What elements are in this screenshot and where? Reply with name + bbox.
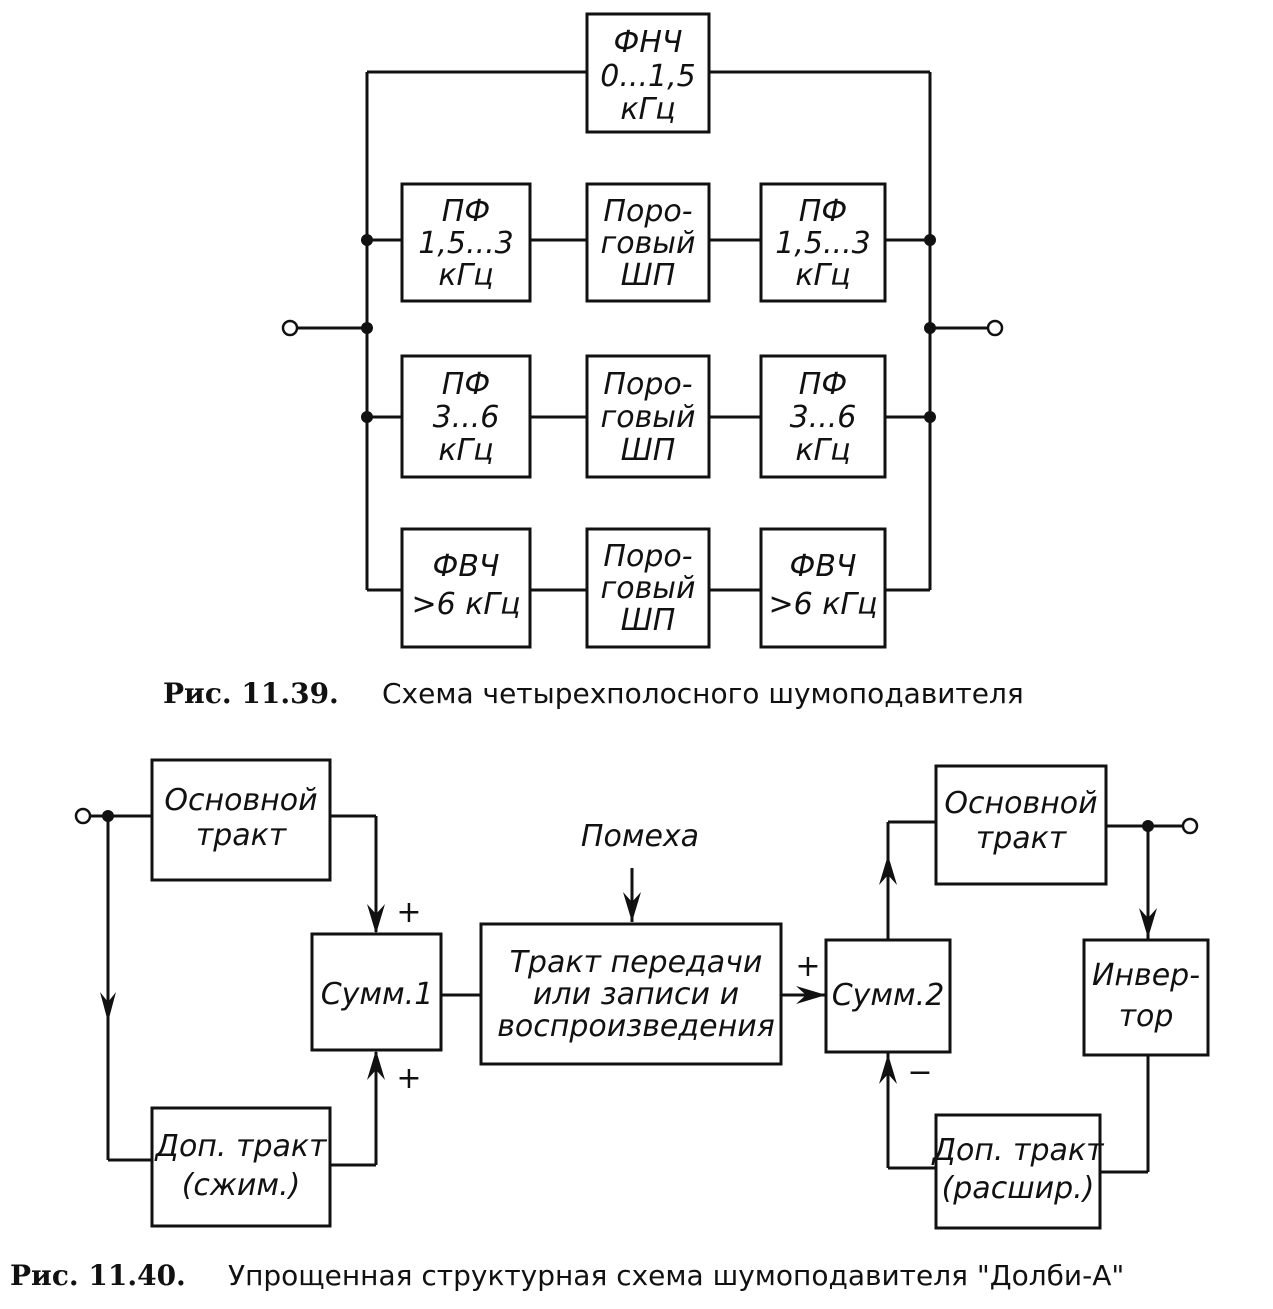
block-bpf-1-5-3-output: ПФ 1,5...3 кГц <box>759 182 887 303</box>
svg-text:Поро-: Поро- <box>603 367 692 402</box>
block-main-path-left: Основной тракт <box>150 758 332 882</box>
fig40-input-terminal <box>74 807 92 825</box>
block-bpf-3-6-input: ПФ 3...6 кГц <box>400 354 532 479</box>
plus-sign: + <box>396 895 421 930</box>
svg-text:ШП: ШП <box>621 433 676 468</box>
fig40-caption-number: Рис. 11.40. <box>10 1259 186 1292</box>
svg-text:Основной: Основной <box>164 783 317 818</box>
junction-dot <box>102 810 114 822</box>
junction-dot <box>924 322 936 334</box>
junction-dot <box>361 411 373 423</box>
block-hpf-output: ФВЧ >6 кГц <box>759 527 887 649</box>
svg-text:Инвер-: Инвер- <box>1092 958 1200 993</box>
svg-text:>6 кГц: >6 кГц <box>411 587 520 622</box>
block-bpf-3-6-output: ПФ 3...6 кГц <box>759 354 887 479</box>
block-lpf: ФНЧ 0...1,5 кГц <box>585 12 711 134</box>
junction-dot <box>924 234 936 246</box>
block-bpf-1-5-3-input: ПФ 1,5...3 кГц <box>400 182 532 303</box>
arrow-down-icon <box>367 904 385 934</box>
junction-dot <box>361 322 373 334</box>
svg-text:Тракт передачи: Тракт передачи <box>510 945 763 980</box>
svg-text:или записи и: или записи и <box>533 977 739 1012</box>
svg-text:1,5...3: 1,5...3 <box>418 226 513 261</box>
figure-11-39: ФНЧ 0...1,5 кГц ПФ 1,5...3 кГц Поро- гов… <box>163 12 1024 710</box>
svg-text:Поро-: Поро- <box>603 194 692 229</box>
svg-text:ФВЧ: ФВЧ <box>790 549 857 584</box>
block-aux-path-compress: Доп. тракт (сжим.) <box>150 1106 332 1228</box>
fig39-caption: Рис. 11.39. <box>163 677 339 710</box>
junction-dot <box>1142 820 1154 832</box>
svg-text:Сумм.2: Сумм.2 <box>832 978 945 1013</box>
svg-text:Основной: Основной <box>944 786 1097 821</box>
arrow-down-icon <box>623 892 641 922</box>
fig40-caption-text: Упрощенная структурная схема шумоподавит… <box>228 1259 1124 1292</box>
svg-text:(сжим.): (сжим.) <box>182 1168 301 1203</box>
figure-11-40: Основной тракт Доп. тракт (сжим.) Сумм.1… <box>10 758 1210 1292</box>
block-hpf-input: ФВЧ >6 кГц <box>400 527 532 649</box>
svg-text:1,5...3: 1,5...3 <box>775 226 870 261</box>
svg-text:Доп. тракт: Доп. тракт <box>154 1129 329 1164</box>
noise-label: Помеха <box>581 819 699 854</box>
block-transmission-channel: Тракт передачи или записи и воспроизведе… <box>479 922 783 1066</box>
fig39-output-terminal <box>986 319 1004 337</box>
plus-sign: + <box>795 949 820 984</box>
block-summator-1: Сумм.1 <box>310 932 443 1052</box>
arrow-down-icon <box>1139 908 1157 938</box>
block-summator-2: Сумм.2 <box>824 938 952 1054</box>
svg-text:ПФ: ПФ <box>799 194 847 229</box>
block-inverter: Инвер- тор <box>1082 938 1210 1057</box>
svg-text:тракт: тракт <box>196 818 288 853</box>
arrow-up-icon <box>879 1054 897 1084</box>
svg-text:Сумм.1: Сумм.1 <box>321 977 434 1012</box>
arrow-right-icon <box>796 986 826 1004</box>
fig39-input-terminal <box>281 319 299 337</box>
svg-text:воспроизведения: воспроизведения <box>497 1009 775 1044</box>
svg-text:0...1,5: 0...1,5 <box>600 59 695 94</box>
svg-text:тракт: тракт <box>976 821 1068 856</box>
block-main-path-right: Основной тракт <box>934 764 1108 886</box>
svg-text:говый: говый <box>601 226 696 261</box>
block-threshold-nr-2: Поро- говый ШП <box>585 354 711 479</box>
minus-sign: − <box>907 1055 932 1090</box>
svg-text:кГц: кГц <box>795 258 850 293</box>
svg-text:ФНЧ: ФНЧ <box>614 25 683 60</box>
svg-text:ФВЧ: ФВЧ <box>433 549 500 584</box>
fig39-wires <box>290 70 995 592</box>
svg-text:говый: говый <box>601 400 696 435</box>
svg-text:3...6: 3...6 <box>790 400 857 435</box>
svg-text:говый: говый <box>601 571 696 606</box>
svg-text:тор: тор <box>1119 999 1174 1034</box>
svg-text:кГц: кГц <box>438 258 493 293</box>
svg-text:кГц: кГц <box>620 92 675 127</box>
svg-text:>6 кГц: >6 кГц <box>768 587 877 622</box>
svg-text:(расшир.): (расшир.) <box>942 1171 1095 1206</box>
arrow-up-icon <box>367 1050 385 1080</box>
svg-text:Доп. тракт: Доп. тракт <box>931 1133 1106 1168</box>
svg-text:кГц: кГц <box>438 433 493 468</box>
fig40-output-terminal <box>1181 817 1199 835</box>
arrow-up-icon <box>879 855 897 885</box>
arrow-down-icon <box>100 992 116 1022</box>
svg-text:3...6: 3...6 <box>433 400 500 435</box>
svg-text:кГц: кГц <box>795 433 850 468</box>
block-threshold-nr-3: Поро- говый ШП <box>585 527 711 649</box>
junction-dot <box>361 234 373 246</box>
svg-text:Поро-: Поро- <box>603 539 692 574</box>
fig40-arrows <box>100 855 1157 1084</box>
fig39-caption-text: Схема четырехполосного шумоподавителя <box>382 677 1024 710</box>
svg-text:ПФ: ПФ <box>442 367 490 402</box>
junction-dot <box>924 411 936 423</box>
svg-text:ПФ: ПФ <box>442 194 490 229</box>
svg-text:ШП: ШП <box>621 603 676 638</box>
block-threshold-nr-1: Поро- говый ШП <box>585 182 711 303</box>
svg-text:ШП: ШП <box>621 258 676 293</box>
plus-sign: + <box>396 1061 421 1096</box>
block-aux-path-expand: Доп. тракт (расшир.) <box>931 1113 1106 1230</box>
svg-text:ПФ: ПФ <box>799 367 847 402</box>
